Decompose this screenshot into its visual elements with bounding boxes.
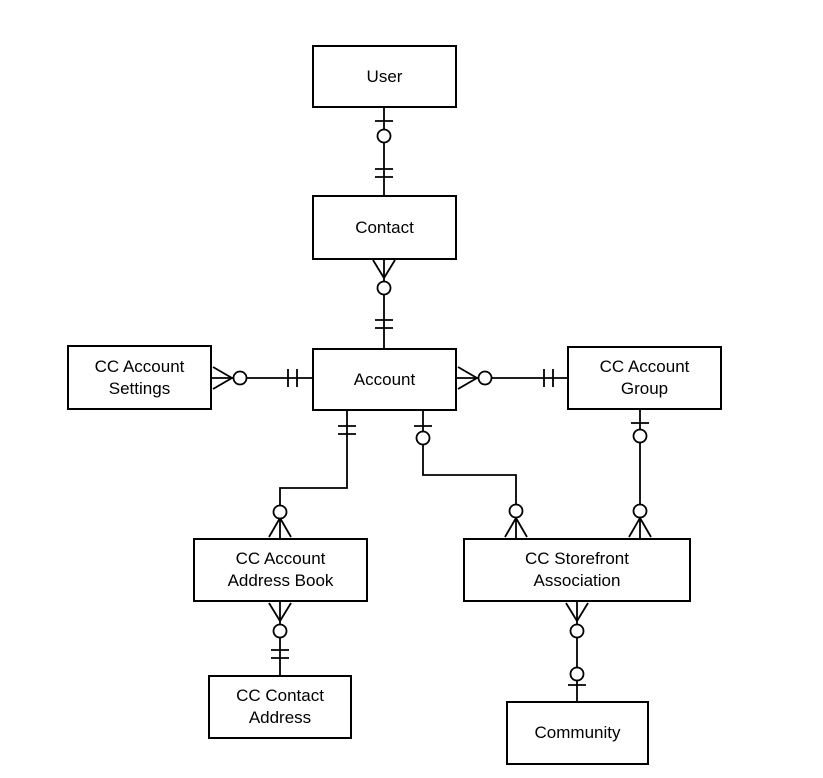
entity-community: Community bbox=[506, 701, 649, 765]
zero-circle bbox=[569, 666, 585, 682]
zero-circle bbox=[376, 280, 392, 296]
relationship-address-book-contact-address bbox=[268, 602, 292, 675]
crow-foot bbox=[576, 602, 589, 622]
entity-cc-contact-address: CC Contact Address bbox=[208, 675, 352, 739]
crow-foot bbox=[268, 517, 281, 538]
crow-foot bbox=[565, 602, 578, 622]
relationship-line bbox=[279, 411, 348, 538]
zero-circle bbox=[632, 503, 648, 519]
crow-foot bbox=[279, 517, 292, 538]
zero-circle bbox=[272, 504, 288, 520]
zero-circle bbox=[376, 128, 392, 144]
relationship-account-group bbox=[457, 366, 567, 390]
entity-cc-account-group: CC Account Group bbox=[567, 346, 722, 410]
zero-circle bbox=[232, 370, 248, 386]
relationship-contact-account bbox=[372, 259, 396, 348]
entity-user: User bbox=[312, 45, 457, 108]
zero-circle bbox=[632, 428, 648, 444]
crow-foot bbox=[212, 377, 233, 390]
crow-foot bbox=[457, 366, 478, 379]
crow-foot bbox=[628, 517, 641, 538]
crow-foot bbox=[212, 366, 233, 379]
crow-foot bbox=[279, 602, 292, 622]
crow-foot bbox=[639, 517, 652, 538]
zero-circle bbox=[415, 430, 431, 446]
relationship-settings-account bbox=[212, 366, 312, 390]
crow-foot bbox=[268, 602, 281, 622]
crow-foot bbox=[383, 259, 396, 279]
relationship-line bbox=[422, 411, 517, 538]
zero-circle bbox=[272, 623, 288, 639]
relationship-storefront-community bbox=[565, 602, 589, 701]
relationship-group-storefront bbox=[628, 410, 652, 538]
zero-circle bbox=[508, 503, 524, 519]
crow-foot bbox=[504, 517, 517, 538]
entity-contact: Contact bbox=[312, 195, 457, 260]
relationship-user-contact bbox=[375, 108, 393, 195]
crow-foot bbox=[372, 259, 385, 279]
zero-circle bbox=[477, 370, 493, 386]
crow-foot bbox=[457, 377, 478, 390]
crow-foot bbox=[515, 517, 528, 538]
relationship-account-storefront bbox=[414, 411, 528, 538]
zero-circle bbox=[569, 623, 585, 639]
relationship-account-address-book bbox=[268, 411, 356, 538]
entity-account: Account bbox=[312, 348, 457, 411]
entity-cc-account-settings: CC Account Settings bbox=[67, 345, 212, 410]
entity-cc-storefront-association: CC Storefront Association bbox=[463, 538, 691, 602]
entity-cc-account-address-book: CC Account Address Book bbox=[193, 538, 368, 602]
